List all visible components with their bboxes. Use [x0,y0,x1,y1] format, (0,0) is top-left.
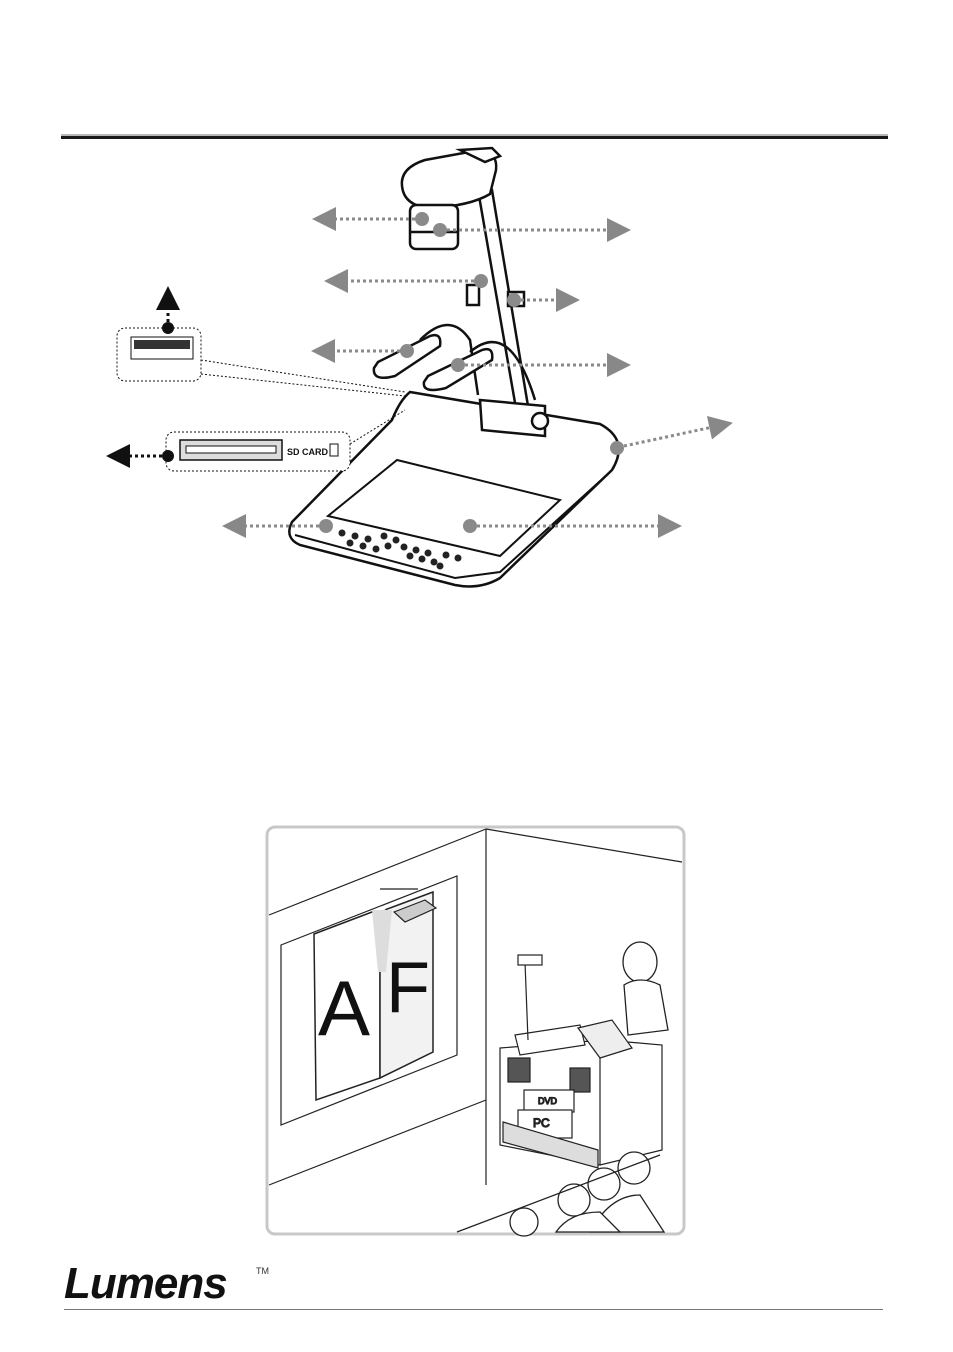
control-panel-buttons [338,529,462,570]
lumens-logo: Lumens [64,1259,228,1308]
header-rule [61,134,888,139]
dip-switch-inset [116,286,406,397]
screen-letter-f: F [386,948,430,1028]
callout-arrows [222,207,733,538]
document-camera-diagram: SD CARD [106,146,733,588]
ceiling-projector [380,888,438,923]
projection-screen: A F [313,890,434,1102]
footer-rule [64,1309,883,1310]
podium: DVD PC [499,1039,663,1169]
podium-devices [514,954,633,1059]
pc-label: PC [533,1116,550,1130]
sd-card-inset: SD CARD [106,409,406,472]
camera-base [288,390,620,588]
presenter-figure [622,941,669,1036]
trademark-mark: TM [256,1266,269,1276]
audience-figures [456,1151,666,1237]
sd-card-label: SD CARD [287,447,329,457]
brand-name: Lumens [64,1259,228,1308]
feature-markers [319,212,624,533]
screen-letter-a: A [318,964,370,1052]
dvd-label: DVD [538,1096,558,1106]
